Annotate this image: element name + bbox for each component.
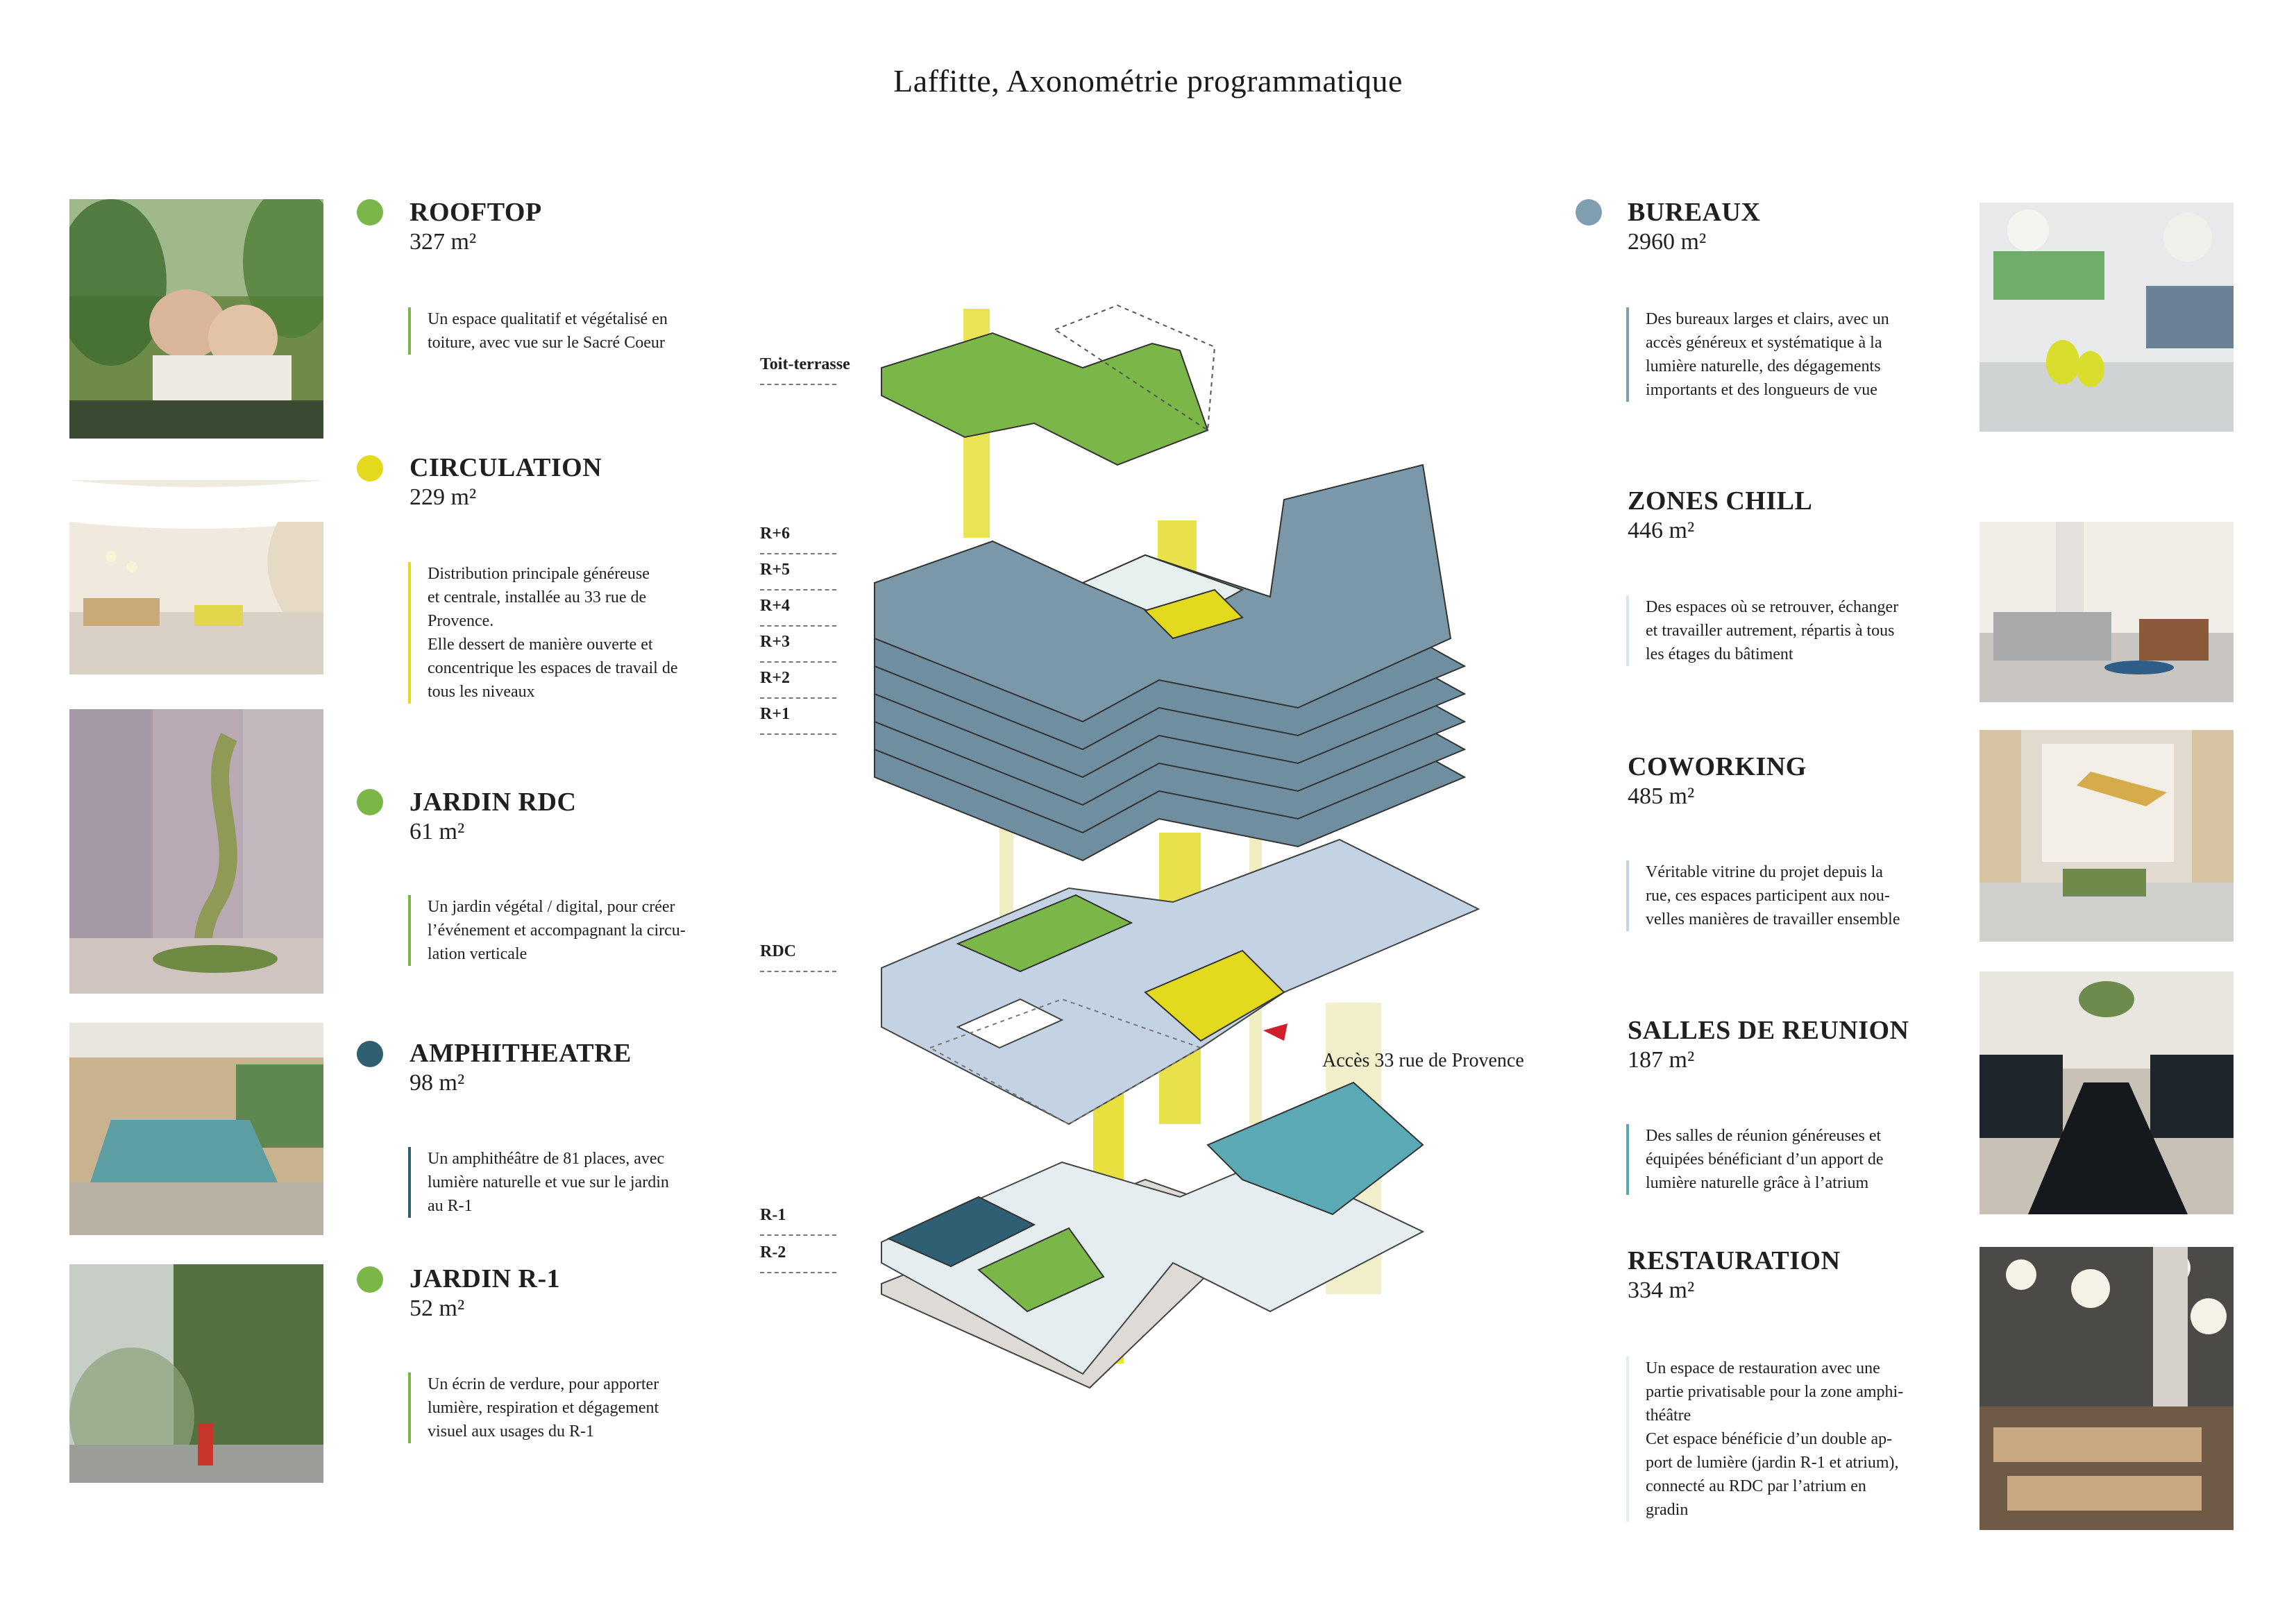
program-area: 334 m² [1628,1277,1695,1303]
circulation-photo [69,480,323,674]
level-line [760,1272,836,1273]
rooftop-photo [69,199,323,439]
level-label: R+5 [760,561,791,579]
program-description: Un espace qualitatif et végétalisé en to… [408,307,668,355]
program-description: Des espaces où se retrouver, échanger et… [1626,595,1898,666]
bureaux-swatch [1576,199,1602,226]
jardin-r1-swatch [357,1266,383,1293]
restauration-photo [1980,1247,2234,1530]
program-description: Un écrin de verdure, pour apporter lumiè… [408,1373,659,1443]
level-line [760,661,836,663]
program-description: Des bureaux larges et clairs, avec un ac… [1626,307,1889,402]
program-area: 229 m² [410,484,477,510]
program-name: CIRCULATION [410,453,602,482]
program-name: JARDIN RDC [410,788,577,817]
zones-chill-photo [1980,459,2234,702]
level-label: Toit-terrasse [760,355,850,373]
program-description: Un amphithéâtre de 81 places, avec lumiè… [408,1147,669,1218]
office-floors [874,464,1467,862]
level-line [760,589,836,590]
level-line [760,971,836,972]
program-description: Distribution principale généreuse et cen… [408,562,678,704]
level-label: R-1 [760,1206,786,1224]
level-line [760,625,836,627]
program-area: 327 m² [410,229,477,255]
access-label: Accès 33 rue de Provence [1322,1050,1524,1071]
access-void-rdc [956,998,1064,1049]
rooftop-dashed-outline-rdc [928,998,1203,1125]
program-name: JARDIN R-1 [410,1264,561,1293]
program-description: Un jardin végétal / digital, pour créer … [408,895,686,966]
rooftop-dashed-outline [1053,304,1216,432]
level-label: R+6 [760,525,791,543]
level-label: R+3 [760,633,791,651]
program-name: RESTAURATION [1628,1246,1841,1275]
page-title: Laffitte, Axonométrie programmatique [893,63,1403,99]
rooftop-swatch [357,199,383,226]
amphitheatre-zone-r1 [886,1196,1036,1268]
program-description: Un espace de restauration avec une parti… [1626,1357,1903,1522]
level-label: R-2 [760,1243,786,1261]
circulation-zone-office [1144,588,1244,640]
program-name: SALLES DE REUNION [1628,1016,1909,1045]
program-area: 52 m² [410,1295,465,1321]
slab-toit-terrasse [881,332,1209,466]
jardin-r1-photo [69,1264,323,1483]
salles-reunion-zone-r1 [1206,1081,1424,1216]
program-name: ROOFTOP [410,198,542,227]
level-line [760,1234,836,1236]
level-line [760,384,836,385]
amphitheatre-swatch [357,1041,383,1067]
coworking-photo [1980,730,2234,942]
level-label: R+4 [760,597,791,615]
level-line [760,553,836,554]
axonometric-diagram [874,304,1480,1389]
level-label: R+2 [760,669,791,687]
program-area: 2960 m² [1628,229,1707,255]
program-description: Des salles de réunion généreuses et équi… [1626,1124,1884,1195]
level-line [760,697,836,699]
level-line [760,733,836,735]
level-label: RDC [760,942,796,960]
program-area: 446 m² [1628,518,1695,543]
jardin-r1-zone [977,1227,1105,1313]
circulation-swatch [357,455,383,482]
access-arrow [1263,1023,1288,1041]
circulation-zone-rdc [1144,949,1285,1042]
jardin-rdc-zone [956,894,1133,973]
program-name: ZONES CHILL [1628,486,1813,516]
program-description: Véritable vitrine du projet depuis la ru… [1626,860,1900,931]
program-area: 187 m² [1628,1047,1695,1073]
amphitheatre-photo [69,1023,323,1235]
program-area: 485 m² [1628,783,1695,809]
salles-reunion-photo [1980,971,2234,1214]
level-label: R+1 [760,705,791,723]
program-name: COWORKING [1628,752,1807,781]
program-name: AMPHITHEATRE [410,1039,632,1068]
jardin-rdc-swatch [357,789,383,815]
bureaux-photo [1980,203,2234,432]
program-area: 61 m² [410,819,465,844]
slab-r1 [881,1157,1425,1375]
jardin-rdc-photo [69,709,323,994]
program-area: 98 m² [410,1070,465,1096]
program-name: BUREAUX [1628,198,1761,227]
